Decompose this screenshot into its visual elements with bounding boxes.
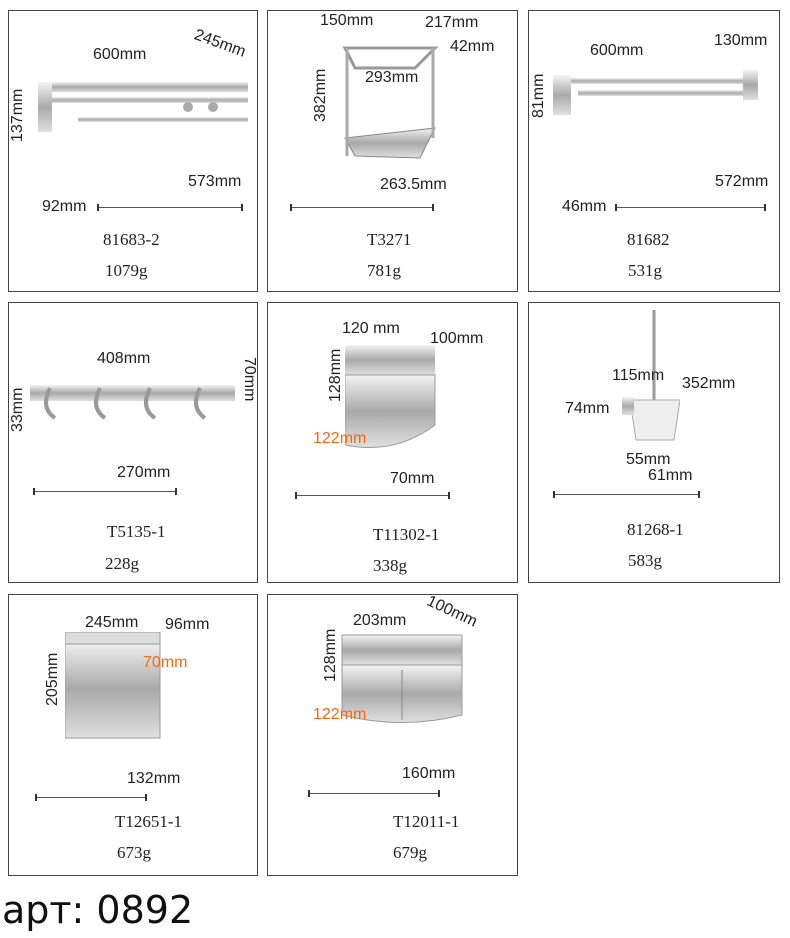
dim-cup-height: 74mm (565, 400, 610, 417)
dim-length: 245mm (85, 614, 139, 631)
dim-width: 160mm (402, 765, 456, 782)
dim-roll-height: 122mm (313, 430, 367, 447)
product-card-81682 (528, 10, 780, 292)
weight: 781g (367, 261, 401, 280)
model-number: T11302-1 (373, 525, 440, 544)
weight: 228g (105, 554, 139, 573)
dim-depth: 130mm (714, 32, 768, 49)
dim-holder: 115mm (612, 367, 665, 384)
paper-holder-image (345, 345, 436, 448)
article-number: арт: 0892 (2, 888, 194, 932)
weight: 673g (117, 843, 151, 862)
dim-side: 46mm (562, 198, 607, 215)
dim-side: 217mm (425, 14, 479, 31)
dim-length: 600mm (590, 42, 644, 59)
dim-depth: 100mm (430, 330, 484, 347)
measure-line (35, 794, 147, 801)
measure-line (33, 488, 177, 495)
dim-width: 263.5mm (380, 176, 447, 193)
hook-rail-image (30, 385, 235, 420)
dim-top: 150mm (320, 12, 374, 29)
weight: 338g (373, 556, 407, 575)
double-paper-holder-image (341, 634, 463, 723)
weight: 531g (628, 261, 662, 280)
dim-height: 137mm (9, 88, 26, 142)
product-card-t5135-1 (8, 302, 258, 583)
dim-opening: 70mm (143, 654, 188, 671)
dim-width: 132mm (127, 770, 181, 787)
model-number: 81268-1 (627, 520, 684, 539)
model-number: T3271 (367, 230, 412, 249)
model-number: 81683-2 (103, 230, 160, 249)
measure-line (308, 790, 440, 797)
dim-length: 600mm (93, 46, 147, 63)
measure-line (97, 204, 243, 211)
dim-roll-height: 122mm (313, 706, 367, 723)
dim-length: 203mm (353, 612, 407, 629)
dim-gap: 42mm (450, 38, 495, 55)
dim-diagonal: 293mm (365, 69, 419, 86)
towel-rack-image (38, 82, 248, 132)
dim-depth: 70mm (241, 357, 258, 402)
dim-length: 408mm (97, 350, 151, 367)
dim-base: 55mm (626, 451, 671, 468)
measure-line (615, 204, 766, 211)
dim-width: 573mm (188, 173, 242, 190)
model-number: 81682 (627, 230, 670, 249)
dim-height: 205mm (44, 652, 61, 706)
dim-width: 572mm (715, 173, 769, 190)
dim-height: 81mm (530, 73, 547, 118)
product-card-81683-2 (8, 10, 258, 292)
measure-line (553, 491, 700, 498)
weight: 583g (628, 551, 662, 570)
tissue-box-image (65, 632, 161, 739)
dim-height: 128mm (327, 348, 344, 402)
measure-line (290, 204, 434, 211)
weight: 679g (393, 843, 427, 862)
toilet-brush-image (622, 310, 680, 441)
model-number: T12651-1 (115, 812, 183, 831)
model-number: T5135-1 (107, 522, 166, 541)
measure-line (295, 492, 450, 499)
dim-height: 128mm (322, 628, 339, 682)
model-number: T12011-1 (393, 812, 460, 831)
dim-width: 270mm (117, 464, 171, 481)
dim-height: 33mm (9, 387, 26, 432)
dim-depth: 96mm (165, 616, 210, 633)
dim-length: 120 mm (342, 320, 400, 337)
dim-width: 61mm (648, 467, 693, 484)
double-towel-bar-image (553, 70, 758, 115)
corner-shelf-image (342, 46, 439, 159)
dim-height: 382mm (312, 68, 329, 122)
weight: 1079g (105, 261, 148, 280)
dim-width: 70mm (390, 470, 435, 487)
dim-height: 352mm (682, 375, 736, 392)
dim-side: 92mm (42, 198, 87, 215)
